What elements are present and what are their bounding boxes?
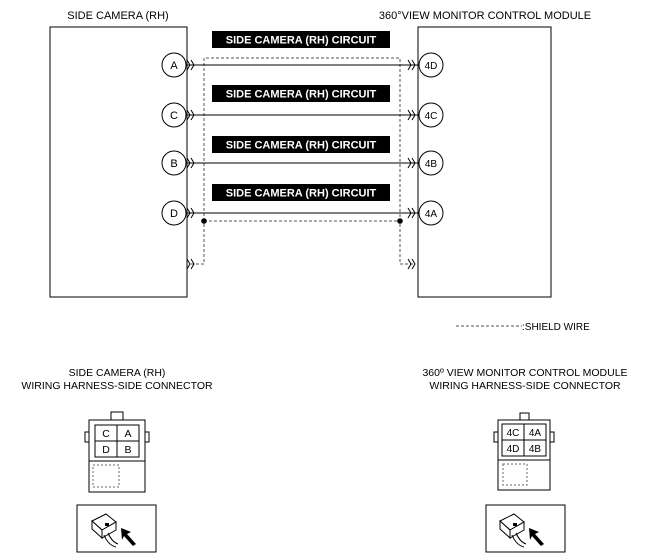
control-module-title: 360°VIEW MONITOR CONTROL MODULE bbox=[379, 10, 591, 22]
circuit-label-4: SIDE CAMERA (RH) CIRCUIT bbox=[212, 184, 390, 201]
svg-text:4C: 4C bbox=[425, 111, 438, 122]
left-pin-c: C bbox=[161, 102, 187, 128]
circuit-wires bbox=[186, 64, 418, 214]
side-camera-title: SIDE CAMERA (RH) bbox=[67, 10, 168, 22]
left-connector-pin-c: C bbox=[102, 428, 110, 440]
left-connector-title-2: WIRING HARNESS-SIDE CONNECTOR bbox=[21, 380, 213, 392]
left-connector-chevrons bbox=[186, 59, 195, 270]
left-connector-pin-a: A bbox=[124, 428, 131, 440]
right-view-direction-icon bbox=[485, 504, 566, 553]
svg-text:D: D bbox=[170, 208, 178, 220]
right-pin-4b: 4B bbox=[418, 150, 444, 176]
shield-splice-dot-right bbox=[397, 218, 403, 224]
right-connector-pin-4c: 4C bbox=[507, 428, 520, 439]
left-pin-b: B bbox=[161, 150, 187, 176]
right-connector-pin-4d: 4D bbox=[507, 444, 520, 455]
svg-text:A: A bbox=[170, 60, 178, 72]
left-connector-face bbox=[84, 411, 150, 493]
left-connector-pin-b: B bbox=[124, 444, 131, 456]
right-connector-pin-4a: 4A bbox=[529, 428, 542, 439]
svg-text:C: C bbox=[170, 110, 178, 122]
right-connector-chevrons bbox=[407, 59, 416, 270]
left-view-direction-icon bbox=[76, 504, 157, 553]
svg-text:SIDE CAMERA (RH) CIRCUIT: SIDE CAMERA (RH) CIRCUIT bbox=[226, 35, 377, 47]
circuit-label-3: SIDE CAMERA (RH) CIRCUIT bbox=[212, 136, 390, 153]
svg-text:4B: 4B bbox=[425, 159, 438, 170]
svg-text:SIDE CAMERA (RH) CIRCUIT: SIDE CAMERA (RH) CIRCUIT bbox=[226, 140, 377, 152]
left-pin-d: D bbox=[161, 200, 187, 226]
right-connector-pin-4b: 4B bbox=[529, 444, 542, 455]
shield-wire-legend: :SHIELD WIRE bbox=[456, 322, 590, 333]
svg-text:SIDE CAMERA (RH) CIRCUIT: SIDE CAMERA (RH) CIRCUIT bbox=[226, 89, 377, 101]
svg-text:B: B bbox=[170, 158, 177, 170]
shield-splice-dot-left bbox=[201, 218, 207, 224]
svg-text:4D: 4D bbox=[425, 61, 438, 72]
right-pin-4d: 4D bbox=[418, 52, 444, 78]
left-pin-a: A bbox=[161, 52, 187, 78]
right-connector-face bbox=[493, 412, 555, 491]
left-connector-title-1: SIDE CAMERA (RH) bbox=[69, 367, 166, 379]
right-pin-4c: 4C bbox=[418, 102, 444, 128]
right-connector-title-1: 360º VIEW MONITOR CONTROL MODULE bbox=[422, 367, 627, 379]
circuit-label-2: SIDE CAMERA (RH) CIRCUIT bbox=[212, 85, 390, 102]
svg-text::SHIELD WIRE: :SHIELD WIRE bbox=[522, 322, 590, 333]
right-connector-title-2: WIRING HARNESS-SIDE CONNECTOR bbox=[429, 380, 621, 392]
right-pin-4a: 4A bbox=[418, 200, 444, 226]
svg-text:SIDE CAMERA (RH) CIRCUIT: SIDE CAMERA (RH) CIRCUIT bbox=[226, 188, 377, 200]
shield-wire bbox=[191, 57, 413, 265]
circuit-label-1: SIDE CAMERA (RH) CIRCUIT bbox=[212, 31, 390, 48]
svg-text:4A: 4A bbox=[425, 209, 438, 220]
left-connector-pin-d: D bbox=[102, 444, 110, 456]
